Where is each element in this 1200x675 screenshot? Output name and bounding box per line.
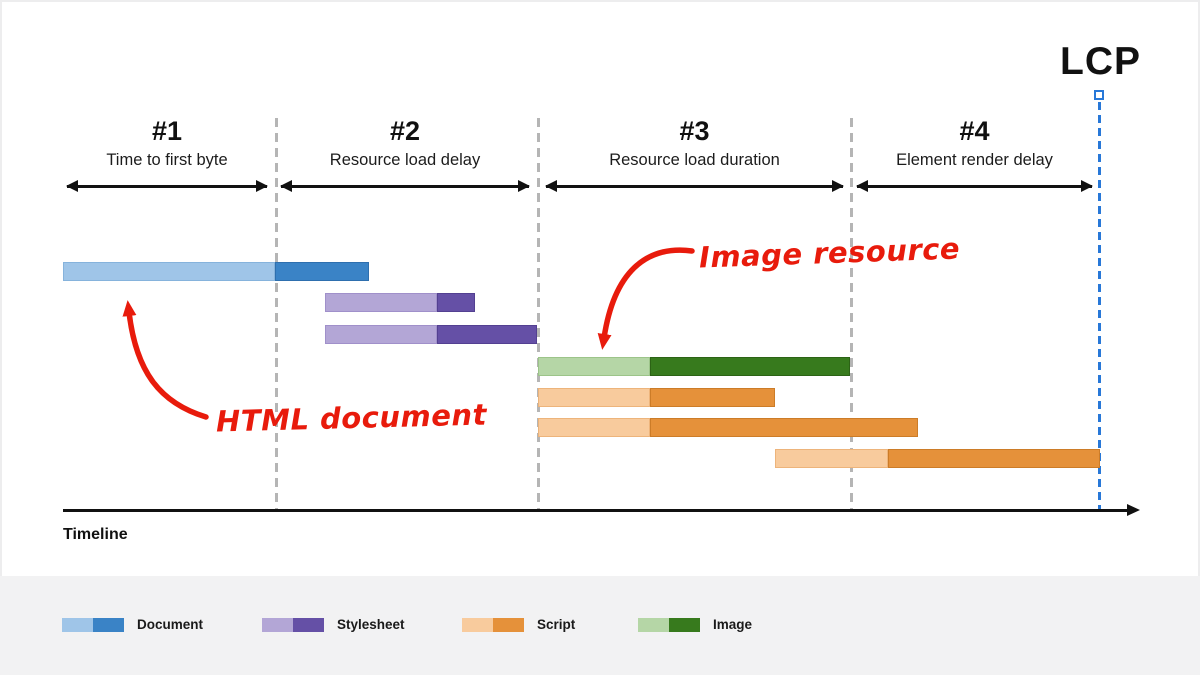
legend-swatch-dark xyxy=(493,618,524,632)
document-bar-dark-segment xyxy=(275,262,369,281)
lcp-dashed-line xyxy=(1098,102,1101,511)
timeline-axis xyxy=(63,504,1140,516)
legend-swatch-dark xyxy=(669,618,700,632)
phase-number: #4 xyxy=(959,116,990,146)
legend-swatch-dark xyxy=(93,618,124,632)
script-bar-light-segment xyxy=(775,449,888,468)
phase-label: Resource load duration xyxy=(609,151,780,169)
stylesheet-bar-light-segment xyxy=(325,325,437,344)
image-bar-light-segment xyxy=(538,357,650,376)
legend-swatch-light xyxy=(262,618,293,632)
legend-swatch-light xyxy=(638,618,669,632)
phase-label: Element render delay xyxy=(896,151,1053,169)
lcp-title: LCP xyxy=(1060,40,1141,83)
html-document-arrow xyxy=(122,300,209,420)
phase-label: Time to first byte xyxy=(106,151,228,169)
image-resource-annotation: Image resource xyxy=(698,231,961,275)
stylesheet-bar-light-segment xyxy=(325,293,437,312)
phase-label: Resource load delay xyxy=(329,151,481,169)
script-bar-dark-segment xyxy=(650,388,775,407)
legend: Document Stylesheet Script Image xyxy=(0,576,1200,675)
phase-range-arrow xyxy=(856,180,1093,191)
legend-label: Script xyxy=(537,617,576,632)
legend-swatch-light xyxy=(462,618,493,632)
html-document-annotation: HTML document xyxy=(215,397,488,439)
timeline-axis-label: Timeline xyxy=(63,526,128,543)
phase-number: #3 xyxy=(679,116,710,146)
legend-label: Stylesheet xyxy=(337,617,405,632)
phase-divider-3 xyxy=(850,118,853,511)
image-resource-arrow xyxy=(597,247,695,350)
axis-arrowhead-icon xyxy=(1127,504,1140,516)
lcp-marker-square-icon xyxy=(1094,90,1104,100)
phase-number: #1 xyxy=(151,116,183,146)
legend-swatch-light xyxy=(62,618,93,632)
image-bar-dark-segment xyxy=(650,357,850,376)
script-bar-dark-segment xyxy=(888,449,1100,468)
phase-divider-2 xyxy=(537,118,540,511)
stylesheet-bar-dark-segment xyxy=(437,293,475,312)
phase-range-arrow xyxy=(545,180,844,191)
phase-number: #2 xyxy=(389,116,421,146)
phase-divider-1 xyxy=(275,118,278,511)
legend-label: Document xyxy=(137,617,204,632)
legend-label: Image xyxy=(713,617,753,632)
script-bar-light-segment xyxy=(538,388,650,407)
stylesheet-bar-dark-segment xyxy=(437,325,537,344)
phase-range-arrow xyxy=(280,180,530,191)
phase-range-arrow xyxy=(66,180,268,191)
legend-swatch-dark xyxy=(293,618,324,632)
script-bar-dark-segment xyxy=(650,418,918,437)
script-bar-light-segment xyxy=(538,418,650,437)
document-bar-light-segment xyxy=(63,262,275,281)
